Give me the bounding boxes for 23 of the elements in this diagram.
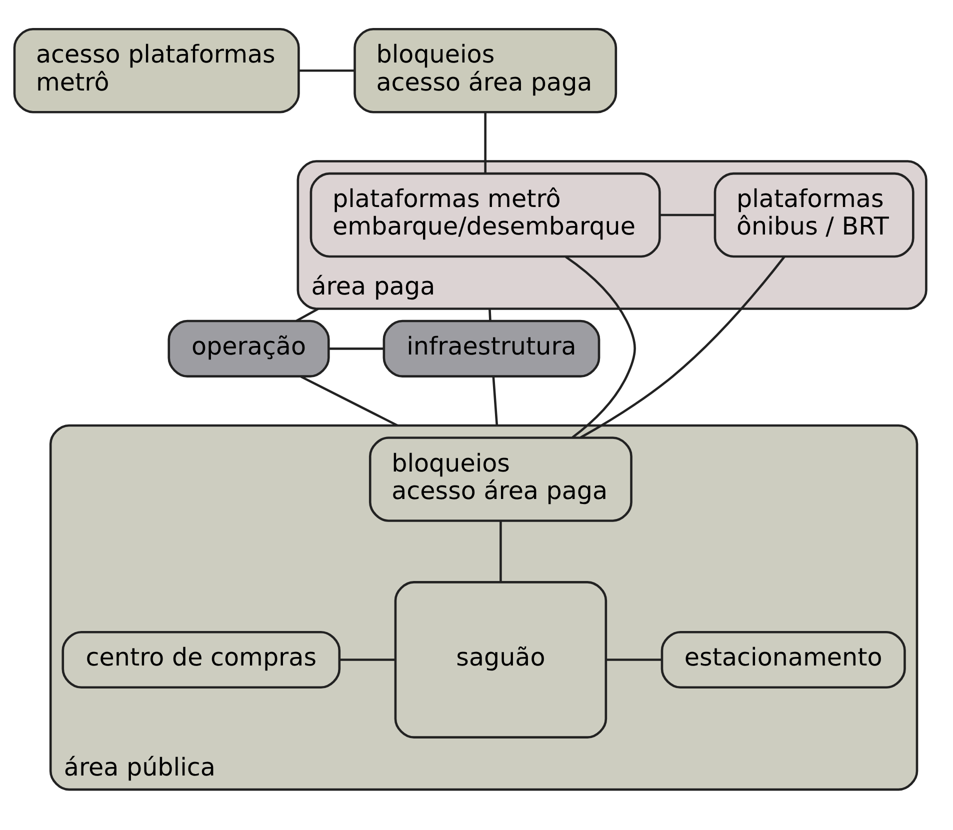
connector (296, 307, 319, 322)
node-box: bloqueios acesso área paga (368, 436, 632, 522)
node-box: estacionamento (660, 630, 906, 688)
node-box: infraestrutura (382, 319, 600, 377)
connector (492, 376, 498, 426)
connector (580, 255, 786, 438)
connector (340, 658, 396, 660)
connector (488, 308, 492, 321)
connector (328, 347, 384, 350)
connector (660, 213, 715, 216)
connector (565, 255, 636, 438)
node-box: plataformas ônibus / BRT (714, 172, 914, 258)
connector (299, 68, 354, 72)
connector (300, 375, 398, 426)
connector (500, 520, 502, 582)
connector (484, 112, 486, 173)
node-box: operação (168, 319, 330, 377)
node-box: centro de compras (62, 630, 341, 688)
node-box: acesso plataformas metrô (13, 28, 300, 113)
node-box: plataformas metrô embarque/desembarque (310, 172, 661, 258)
node-box: saguão (394, 580, 608, 738)
node-box: bloqueios acesso área paga (354, 28, 618, 113)
connector (606, 658, 662, 660)
